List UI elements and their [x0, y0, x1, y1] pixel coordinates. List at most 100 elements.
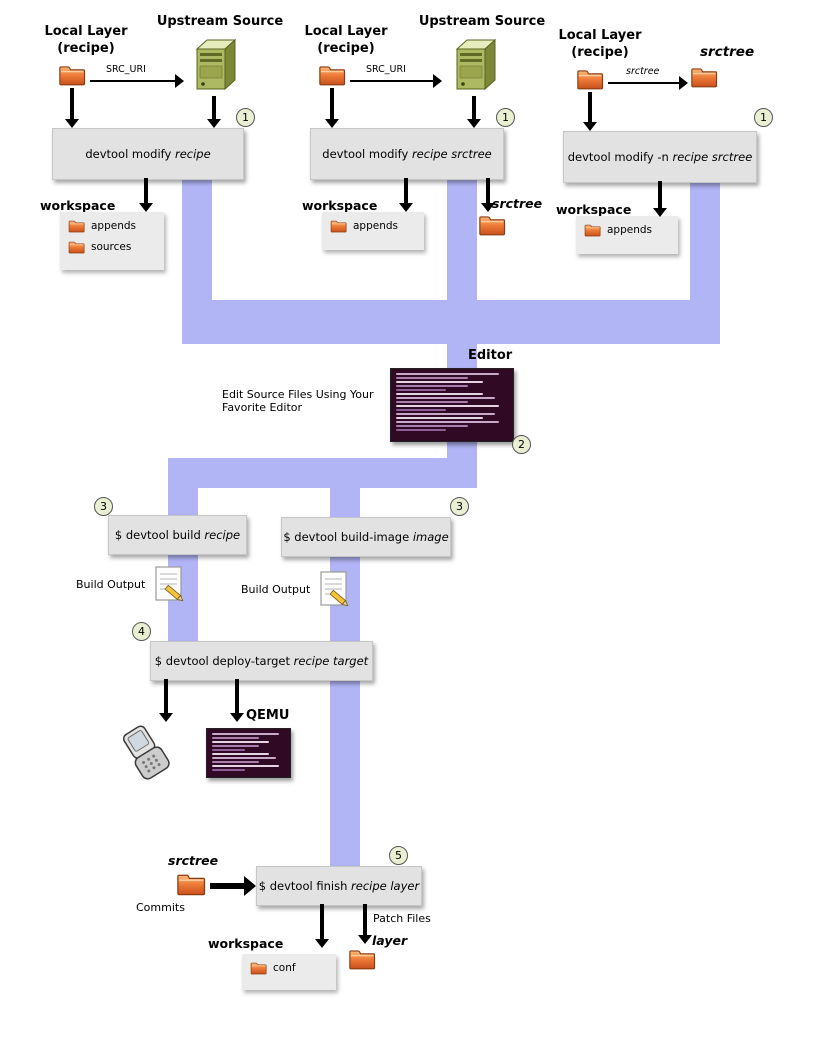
col1-upstream-server-icon: [190, 36, 238, 94]
col2-box-to-workspace-arrow: [399, 178, 413, 212]
workspace-row-appends: appends: [576, 216, 678, 237]
col1-srcuri-arrow: [90, 74, 184, 88]
pipe-to-build-image: [330, 486, 360, 518]
col2-recipe-subtitle: (recipe): [317, 41, 375, 56]
editor-title: Editor: [468, 348, 513, 363]
col3-recipe-folder-icon: [576, 68, 604, 90]
workspace-row-appends: appends: [322, 212, 424, 233]
workspace-row-conf: conf: [242, 954, 336, 975]
cmd-devtool-modify-recipe: devtool modify recipe: [52, 128, 244, 180]
col3-srctree-arrow-label: srctree: [626, 66, 660, 77]
folder-icon: [330, 219, 347, 233]
step-badge-2: 2: [512, 435, 531, 454]
col1-recipe-subtitle: (recipe): [57, 41, 115, 56]
col2-srctree-folder-icon: [478, 214, 506, 236]
folder-label: appends: [607, 224, 653, 236]
patch-files-label: Patch Files: [373, 912, 431, 925]
finish-srctree-folder-icon: [176, 872, 206, 896]
finish-srctree-label: srctree: [168, 853, 219, 868]
cmd-italic: recipe layer: [351, 879, 420, 893]
deploy-to-qemu-arrow: [230, 679, 244, 722]
step-badge-5: 5: [389, 846, 408, 865]
col2-workspace-panel: appends: [322, 212, 424, 250]
col1-recipe-folder-icon: [58, 64, 86, 86]
cmd-devtool-deploy-target: $ devtool deploy-target recipe target: [150, 641, 373, 681]
col2-recipe-folder-icon: [318, 64, 346, 86]
col3-workspace-panel: appends: [576, 216, 678, 254]
cmd-prefix: $ devtool deploy-target: [154, 654, 294, 668]
col2-folder-down-arrow: [325, 88, 339, 128]
col2-local-layer-title: Local Layer: [304, 24, 388, 39]
folder-label: sources: [91, 241, 132, 253]
finish-to-workspace-arrow: [315, 904, 329, 948]
col3-srctree-folder-icon: [690, 66, 718, 88]
build-output-icon-left: [152, 564, 186, 606]
commits-label: Commits: [136, 901, 185, 914]
pipe-col3-vertical: [690, 181, 720, 304]
cmd-devtool-build-image: $ devtool build-image image: [281, 517, 451, 557]
target-device-icon: [115, 722, 177, 788]
pipe-merge-horizontal: [182, 300, 720, 344]
col3-local-layer-title: Local Layer: [558, 28, 642, 43]
col1-server-down-arrow: [207, 96, 221, 128]
build-output-label-right: Build Output: [241, 583, 311, 596]
cmd-italic: recipe target: [293, 654, 369, 668]
col2-workspace-label: workspace: [302, 198, 378, 213]
cmd-prefix: $ devtool finish: [258, 879, 352, 893]
col3-srctree-arrow: [608, 76, 688, 90]
folder-icon: [250, 961, 267, 975]
col3-workspace-label: workspace: [556, 202, 632, 217]
step-badge-3a: 3: [94, 497, 113, 516]
finish-workspace-panel: conf: [242, 954, 336, 990]
cmd-prefix: $ devtool build-image: [283, 530, 413, 544]
cmd-prefix: devtool modify -n: [567, 150, 673, 164]
col3-recipe-subtitle: (recipe): [571, 45, 629, 60]
layer-folder-icon: [348, 948, 376, 970]
cmd-italic: recipe: [204, 528, 241, 542]
col1-srcuri-label: SRC_URI: [106, 64, 146, 75]
col2-box-to-srctree-arrow: [481, 178, 495, 212]
col3-box-to-workspace-arrow: [653, 181, 667, 217]
col2-srcuri-arrow: [350, 74, 442, 88]
col1-local-layer-title: Local Layer: [44, 24, 128, 39]
cmd-devtool-build-recipe: $ devtool build recipe: [108, 515, 247, 555]
editor-caption: Edit Source Files Using Your Favorite Ed…: [222, 388, 374, 414]
qemu-title: QEMU: [246, 708, 290, 723]
col2-srcuri-label: SRC_URI: [366, 64, 406, 75]
pipe-to-build-recipe: [168, 486, 198, 516]
workspace-row-sources: sources: [60, 233, 164, 254]
workspace-row-appends: appends: [60, 212, 164, 233]
pipe-from-editor: [447, 441, 477, 460]
cmd-devtool-modify-recipe-srctree: devtool modify recipe srctree: [310, 128, 504, 180]
step-badge-4: 4: [132, 622, 151, 641]
finish-workspace-label: workspace: [208, 936, 284, 951]
step-badge-3b: 3: [450, 497, 469, 516]
col1-folder-down-arrow: [65, 88, 79, 128]
step-badge-1a: 1: [236, 108, 255, 127]
layer-label: layer: [372, 933, 408, 948]
col2-server-down-arrow: [467, 96, 481, 128]
build-output-label-left: Build Output: [76, 578, 146, 591]
folder-icon: [584, 223, 601, 237]
commits-arrow: [210, 876, 256, 896]
cmd-prefix: $ devtool build: [114, 528, 205, 542]
folder-label: appends: [91, 220, 137, 232]
step-badge-1b: 1: [496, 108, 515, 127]
pipe-to-editor: [447, 344, 477, 370]
cmd-italic: recipe srctree: [672, 150, 753, 164]
col2-srctree-label: srctree: [492, 196, 543, 211]
cmd-devtool-modify-n-recipe-srctree: devtool modify -n recipe srctree: [563, 131, 757, 183]
step-badge-1c: 1: [754, 108, 773, 127]
finish-to-layer-arrow: [358, 904, 372, 944]
editor-terminal-screenshot: [390, 368, 514, 442]
pipe-build-image-to-finish: [330, 554, 360, 868]
cmd-devtool-finish: $ devtool finish recipe layer: [256, 866, 422, 906]
qemu-terminal-screenshot: [206, 728, 291, 778]
folder-label: appends: [353, 220, 399, 232]
cmd-prefix: devtool modify: [85, 147, 175, 161]
build-output-icon-right: [317, 569, 351, 611]
col2-upstream-title: Upstream Source: [418, 14, 546, 29]
folder-icon: [68, 219, 85, 233]
folder-icon: [68, 240, 85, 254]
